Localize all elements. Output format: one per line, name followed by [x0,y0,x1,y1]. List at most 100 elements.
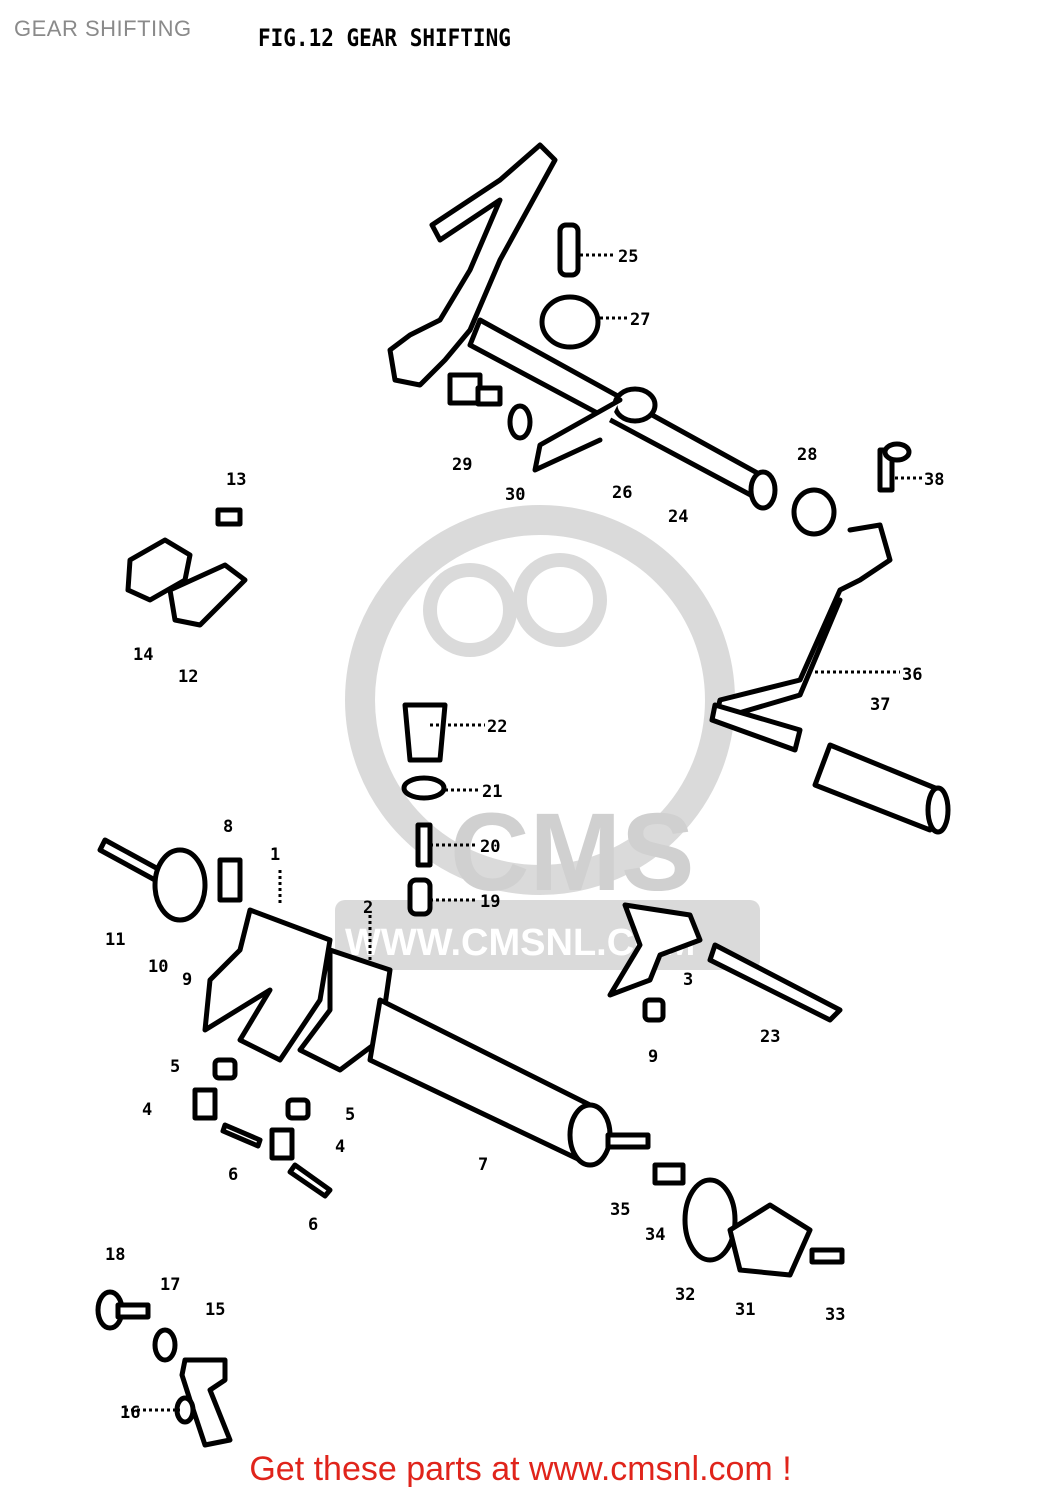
watermark-goggle-right [513,553,607,647]
callout-16: 16 [120,1403,140,1423]
callout-37: 37 [870,695,890,715]
plug-22 [402,702,448,763]
stopper-14 [125,537,193,603]
callout-numbers: 1 2 3 4 4 5 5 6 6 7 8 9 9 10 11 12 13 14… [105,247,944,1423]
callout-11: 11 [105,930,125,950]
callout-12: 12 [178,667,198,687]
callout-33: 33 [825,1305,845,1325]
shift-drum-assembly [97,837,845,1278]
callout-27: 27 [630,310,650,330]
callout-26: 26 [612,483,632,503]
callout-1: 1 [270,845,280,865]
shift-fork-1 [202,907,333,1063]
gearshift-lever [709,522,951,835]
fork-shaft-23 [707,942,843,1023]
pin-34 [652,1162,686,1186]
callout-5a: 5 [170,1057,180,1077]
callout-6a: 6 [228,1165,238,1185]
roller-5b [285,1097,311,1121]
lever-body [712,522,893,723]
page-title: GEAR SHIFTING [14,16,192,41]
shift-arm-plate [387,142,558,388]
screw-33 [809,1247,845,1265]
callout-13: 13 [226,470,246,490]
bolt-6a [220,1122,263,1149]
callout-7: 7 [478,1155,488,1175]
screw-13 [215,507,243,527]
gasket-21 [401,775,447,801]
return-spring [612,386,658,424]
callout-25: 25 [618,247,638,267]
arm-15 [179,1357,233,1448]
callout-34: 34 [645,1225,665,1245]
callout-21: 21 [482,782,502,802]
cam-plate-10 [152,847,208,923]
pin-4b [269,1127,295,1161]
watermark-goggle-left [423,563,517,657]
callout-5b: 5 [345,1105,355,1125]
cms-watermark: CMS WWW.CMSNL.COM [335,505,760,970]
callout-9a: 9 [182,970,192,990]
leader-lines [125,253,922,1412]
callout-4a: 4 [142,1100,152,1120]
pin-8 [217,857,243,903]
spring-arm [532,397,623,473]
callout-14: 14 [133,645,153,665]
shift-fork-2 [297,947,393,1073]
spring-16 [174,1395,196,1425]
callout-32: 32 [675,1285,695,1305]
callout-10: 10 [148,957,168,977]
callout-24: 24 [668,507,688,527]
gear-shift-arm-parts [95,1289,233,1448]
callout-35: 35 [610,1200,630,1220]
spring-35 [605,1132,651,1150]
bolt-6b [287,1162,333,1199]
stopper-12 [167,562,248,628]
washer-17 [152,1327,178,1363]
washer-30 [507,403,533,441]
bolt-29-shank [475,385,503,407]
callout-20: 20 [480,837,500,857]
cover-31 [727,1202,813,1278]
callout-2: 2 [363,898,373,918]
callout-15: 15 [205,1300,225,1320]
callout-23: 23 [760,1027,780,1047]
callout-22: 22 [487,717,507,737]
shaft-end [748,469,778,511]
callout-4b: 4 [335,1137,345,1157]
parts-link-footer[interactable]: Get these parts at www.cmsnl.com ! [249,1450,792,1488]
callout-6b: 6 [308,1215,318,1235]
shift-fork-3 [607,902,703,998]
callout-9b: 9 [648,1047,658,1067]
footrest-peg [709,702,803,753]
bushing-27 [539,294,601,350]
rubber-end [925,785,951,835]
callout-3: 3 [683,970,693,990]
callout-36: 36 [902,665,922,685]
gearshift-shaft-assembly [387,142,912,537]
screw-18 [115,1302,151,1320]
callout-28: 28 [797,445,817,465]
o-ring-32 [682,1177,738,1263]
callout-38: 38 [924,470,944,490]
oil-seal-28 [791,487,837,537]
callout-19: 19 [480,892,500,912]
bolt-29-head [447,372,483,406]
spring-25 [557,222,581,278]
callout-17: 17 [160,1275,180,1295]
cam-stopper-parts [125,507,248,628]
watermark-brand: CMS [450,791,694,914]
callout-31: 31 [735,1300,755,1320]
callout-29: 29 [452,455,472,475]
callout-8: 8 [223,817,233,837]
plunger-19 [407,877,433,917]
callout-18: 18 [105,1245,125,1265]
neutral-plug-stack [401,702,448,917]
figure-title: FIG.12 GEAR SHIFTING [258,24,511,52]
rubber-37 [812,742,943,833]
pin-4a [192,1087,218,1121]
screw-11 [97,837,163,883]
callout-30: 30 [505,485,525,505]
